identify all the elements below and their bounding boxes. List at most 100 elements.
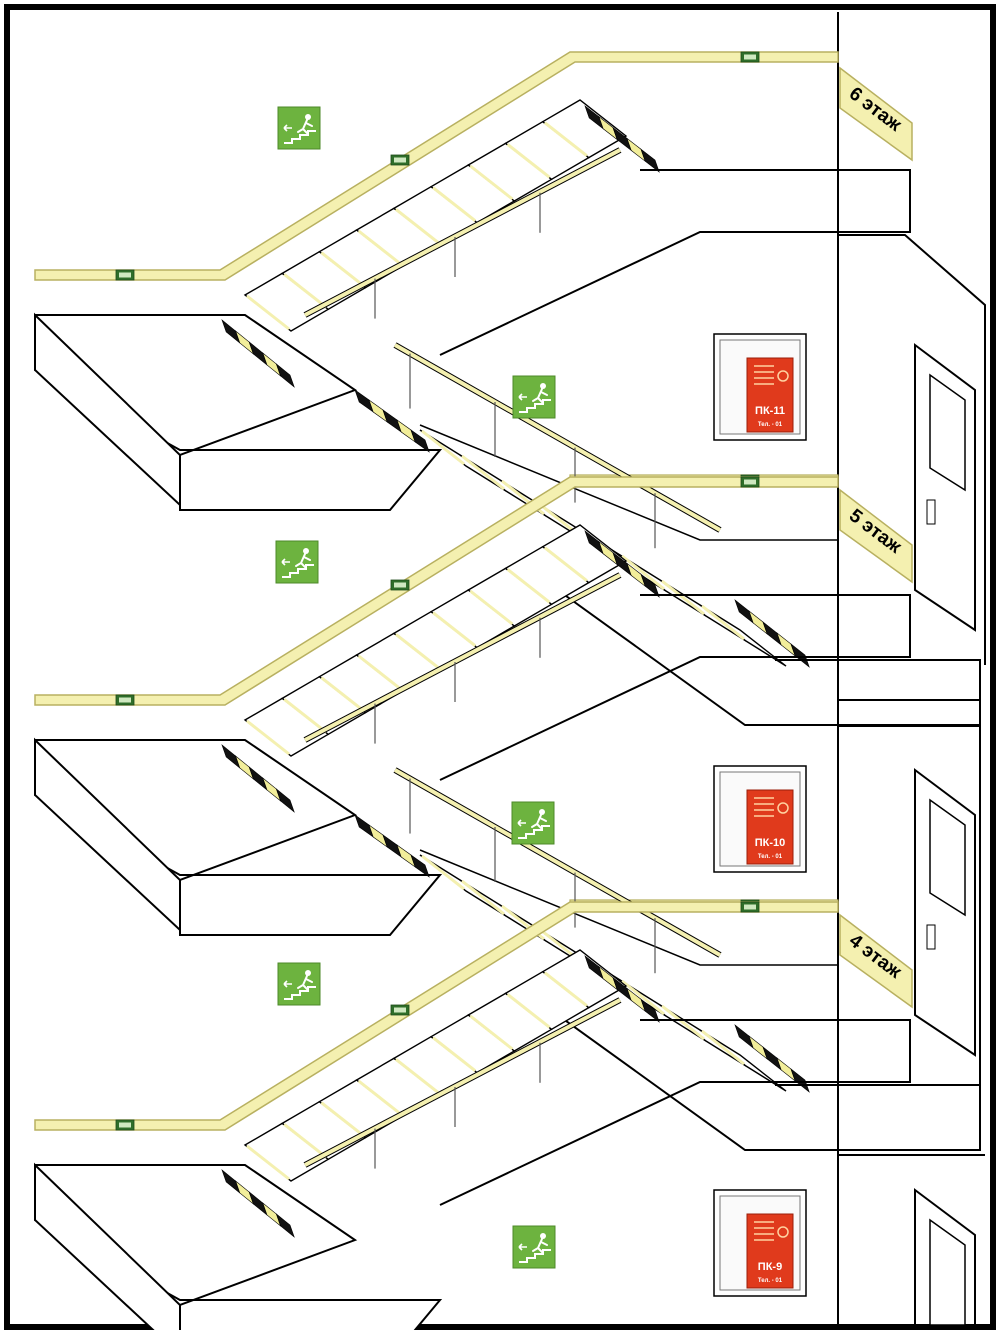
floor-label: 5 этаж xyxy=(839,488,913,584)
wall-guide-strip xyxy=(34,476,839,706)
exit-marker-icon xyxy=(390,579,410,591)
floor-label: 4 этаж xyxy=(839,913,913,1009)
step-edge xyxy=(661,579,705,616)
exit-marker-icon xyxy=(740,901,760,913)
landing-side xyxy=(34,312,181,508)
handrail xyxy=(394,343,721,532)
right-wall-lines xyxy=(838,234,986,1156)
step-edge xyxy=(394,1058,439,1094)
landing-side xyxy=(34,737,181,933)
exit-marker-icon xyxy=(740,476,760,488)
hazard-stripe xyxy=(734,1024,754,1049)
step-edge xyxy=(469,1014,514,1051)
step-edge xyxy=(469,589,514,626)
hazard-stripe xyxy=(790,1068,810,1093)
step-edge xyxy=(357,1079,402,1116)
lower-landing xyxy=(529,569,981,726)
exit-marker-icon xyxy=(115,269,135,281)
cabinet-sub: Тел. - 01 xyxy=(758,422,783,428)
step-edge xyxy=(543,546,588,582)
handrail xyxy=(304,573,621,742)
exit-marker-icon xyxy=(115,1119,135,1131)
exit-marker-icon xyxy=(390,154,410,166)
hazard-stripe xyxy=(640,998,660,1023)
outer-frame xyxy=(4,4,996,1330)
hazard-stripe xyxy=(776,1057,796,1082)
step-edge xyxy=(320,676,365,712)
hazard-stripe xyxy=(748,1035,768,1060)
step-edge xyxy=(461,879,505,916)
hazard-stripe xyxy=(762,621,782,646)
evacuation-stairs-sign-icon xyxy=(512,375,556,419)
step-edge xyxy=(357,654,402,691)
step-edge xyxy=(432,611,477,647)
handrail xyxy=(304,998,621,1167)
lower-landing xyxy=(529,994,981,1151)
cabinet-code: ПК-9 xyxy=(758,1261,782,1273)
step-edge xyxy=(394,633,439,669)
stair-module xyxy=(34,51,981,726)
evacuation-stairs-sign-icon xyxy=(511,801,555,845)
step-edge xyxy=(432,186,477,222)
step-edge xyxy=(246,294,290,331)
step-edge xyxy=(320,251,365,287)
step-edge xyxy=(543,121,588,157)
top-landing xyxy=(439,1019,911,1206)
wall-guide-strip xyxy=(34,51,839,281)
hazard-stripe xyxy=(275,788,295,813)
evacuation-stairs-sign-icon xyxy=(277,962,321,1006)
hazard-stripe xyxy=(626,137,646,163)
step-edge xyxy=(621,554,665,591)
floor-label: 6 этаж xyxy=(839,66,913,162)
exit-marker-icon xyxy=(740,51,760,63)
hazard-stripe xyxy=(640,148,660,173)
step-edge xyxy=(543,971,588,1007)
hazard-stripe xyxy=(410,429,430,453)
hazard-stripe xyxy=(640,573,660,598)
step-edge xyxy=(432,1036,477,1072)
step-edge xyxy=(283,273,328,309)
step-edge xyxy=(394,208,439,244)
hazard-stripe xyxy=(762,1046,782,1071)
cabinet-code: ПК-11 xyxy=(755,405,785,417)
fire-hose-cabinet: ПК-11 Тел. - 01 xyxy=(713,333,807,441)
step-edge xyxy=(246,1144,290,1181)
evacuation-stairs-sign-icon xyxy=(512,1225,556,1269)
exit-marker-icon xyxy=(390,1004,410,1016)
hazard-stripe xyxy=(410,854,430,878)
wall-guide-strip xyxy=(34,901,839,1131)
step-edge xyxy=(283,1123,328,1159)
hazard-stripe xyxy=(748,610,768,635)
hazard-stripe xyxy=(275,1213,295,1238)
step-edge xyxy=(246,719,290,756)
top-landing xyxy=(439,594,911,781)
evacuation-stairs-sign-icon xyxy=(277,106,321,150)
exit-marker-icon xyxy=(115,694,135,706)
step-edge xyxy=(701,604,745,641)
evacuation-stairs-sign-icon xyxy=(275,540,319,584)
step-edge xyxy=(461,454,505,491)
door xyxy=(914,768,976,1057)
hazard-stripe xyxy=(776,632,796,657)
stair-module xyxy=(34,901,911,1335)
step-edge xyxy=(421,429,465,466)
handrail xyxy=(394,768,721,957)
step-edge xyxy=(506,568,551,604)
step-edge xyxy=(621,979,665,1016)
door xyxy=(914,343,976,632)
step-edge xyxy=(320,1101,365,1137)
hazard-stripe xyxy=(734,599,754,624)
top-landing xyxy=(439,169,911,356)
cabinet-sub: Тел. - 01 xyxy=(758,1278,783,1284)
handrail xyxy=(304,148,621,317)
hazard-stripe xyxy=(790,643,810,668)
step-edge xyxy=(469,164,514,201)
step-edge xyxy=(506,993,551,1029)
stair-module xyxy=(34,476,981,1151)
step-edge xyxy=(283,698,328,734)
step-edge xyxy=(357,229,402,266)
cabinet-sub: Тел. - 01 xyxy=(758,854,783,860)
step-edge xyxy=(506,143,551,179)
